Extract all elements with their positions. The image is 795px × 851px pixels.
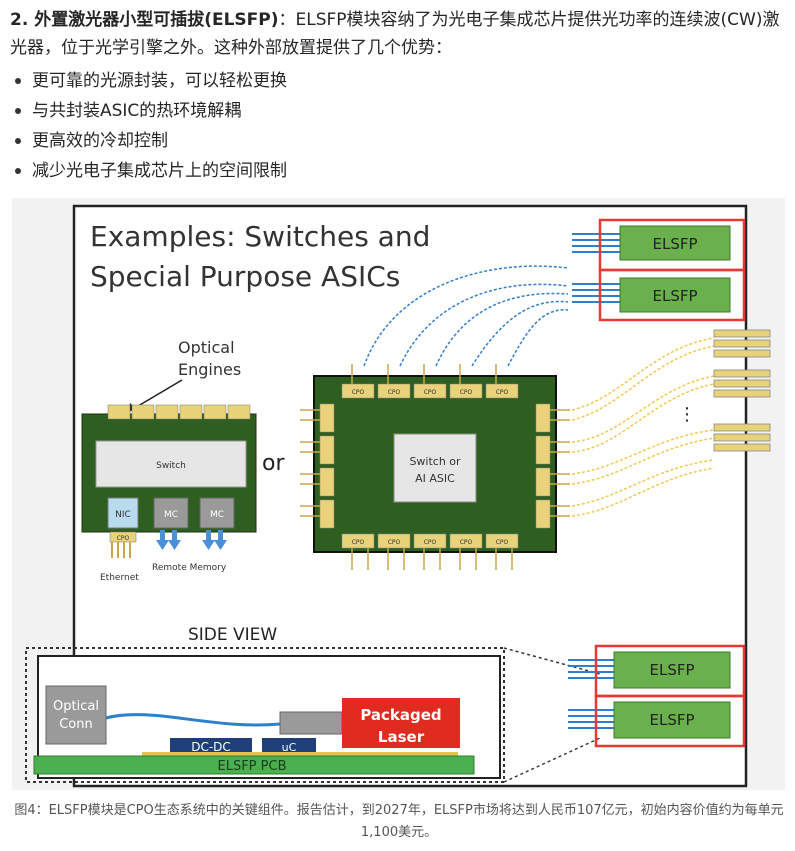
- uc-label: uC: [282, 741, 297, 754]
- mc-label-1: MC: [164, 510, 178, 520]
- top-cpo-modules: [107, 404, 251, 420]
- ethernet-label: Ethernet: [100, 573, 139, 583]
- section-heading: 2. 外置激光器小型可插拔(ELSFP): [10, 10, 279, 30]
- asic-die: [393, 433, 477, 503]
- asic-label-1: Switch or: [409, 455, 461, 468]
- pcb-pads: [142, 752, 458, 758]
- remote-memory-label: Remote Memory: [152, 563, 227, 573]
- cpo-label: CPO: [388, 389, 401, 396]
- fiber-ferrule: [279, 711, 343, 735]
- cpo-modules-top: [341, 383, 519, 399]
- optical-engines-label-1: Optical: [178, 338, 235, 357]
- yellow-data-fibers: [571, 337, 715, 517]
- elsfp-module-3: [613, 651, 731, 689]
- blue-laser-fibers: [363, 265, 569, 367]
- list-item: 与共封装ASIC的热环境解耦: [10, 96, 287, 126]
- list-item: 减少光电子集成芯片上的空间限制: [10, 156, 287, 186]
- side-view-label: SIDE VIEW: [188, 625, 277, 645]
- or-label: or: [262, 451, 285, 476]
- remote-memory-arrows: [156, 530, 227, 550]
- zoom-lines: [503, 647, 601, 783]
- highlight-box-2: [598, 268, 746, 322]
- switch-label: Switch: [156, 461, 186, 471]
- figure-diagram: Examples: Switches and Special Purpose A…: [25, 204, 771, 788]
- nic-cpo-label: CPO: [117, 535, 130, 542]
- packaged-laser-block: [342, 698, 460, 748]
- optical-conn-label-1: Optical: [53, 699, 99, 714]
- more-connectors-ellipsis: ⋮: [678, 404, 696, 425]
- data-connectors: ⋮: [678, 329, 771, 452]
- ethernet-pins: [111, 542, 131, 558]
- elsfp-fiber-bundle-2: [572, 283, 624, 303]
- cpo-label: CPO: [424, 539, 437, 546]
- intro-paragraph: 2. 外置激光器小型可插拔(ELSFP)：ELSFP模块容纳了为光电子集成芯片提…: [10, 6, 788, 62]
- elsfp-pcb: [33, 755, 475, 775]
- asic-label-2: AI ASIC: [415, 472, 455, 485]
- top-elsfp-modules: ELSFP ELSFP: [572, 218, 746, 322]
- list-item: 更可靠的光源封装，可以轻松更换: [10, 66, 287, 96]
- cpo-modules-right: [535, 403, 551, 529]
- cpo-modules-bottom: [341, 533, 519, 549]
- intro-text: ：ELSFP模块容纳了为光电子集成芯片提供光功率的连续波(CW)激光器，位于光学…: [10, 10, 780, 58]
- side-fiber: [105, 713, 281, 727]
- elsfp-module-1: [619, 225, 731, 261]
- figure-title-line2: Special Purpose ASICs: [90, 260, 400, 293]
- elsfp-label-2: ELSFP: [652, 287, 697, 305]
- list-item: 更高效的冷却控制: [10, 126, 287, 156]
- cpo-label: CPO: [388, 539, 401, 546]
- elsfp-label-3: ELSFP: [649, 661, 694, 679]
- cpo-modules-left: [319, 403, 335, 529]
- cpo-label: CPO: [352, 539, 365, 546]
- mc-label-2: MC: [210, 510, 224, 520]
- cpo-label: CPO: [424, 389, 437, 396]
- elsfp-figure: Examples: Switches and Special Purpose A…: [12, 198, 785, 790]
- uc-block: [262, 738, 316, 754]
- cpo-label: CPO: [496, 539, 509, 546]
- optical-conn-label-2: Conn: [59, 717, 93, 732]
- elsfp-module-4: [613, 701, 731, 739]
- bottom-elsfp-modules: ELSFP ELSFP: [568, 644, 746, 748]
- fiber-stubs: [300, 364, 570, 570]
- center-asic-package: CPO CPO CPO CPO CPO CPO CPO CPO CPO CPO: [300, 364, 570, 570]
- cpo-label: CPO: [496, 389, 509, 396]
- cpo-label: CPO: [460, 389, 473, 396]
- dcdc-label: DC-DC: [191, 740, 231, 754]
- optical-conn-block: [45, 685, 107, 745]
- highlight-box-4: [594, 694, 746, 748]
- cpo-label: CPO: [460, 539, 473, 546]
- elsfp-fiber-bundle-3: [568, 659, 618, 679]
- nic-chip: [107, 497, 139, 529]
- elsfp-module-2: [619, 277, 731, 313]
- dcdc-block: [170, 738, 252, 754]
- figure-title-line1: Examples: Switches and: [90, 220, 430, 253]
- packaged-laser-label-2: Laser: [378, 728, 425, 746]
- elsfp-fiber-bundle-1: [572, 233, 624, 253]
- switch-chip: [95, 440, 247, 488]
- nic-label: NIC: [115, 510, 131, 520]
- pcb-label: ELSFP PCB: [218, 759, 287, 774]
- left-switch-board: Switch NIC MC MC CPO Ethernet Remote Mem…: [81, 404, 257, 583]
- figure-caption: 图4：ELSFP模块是CPO生态系统中的关键组件。报告估计，到2027年，ELS…: [14, 803, 784, 840]
- mc-chip-1: [153, 497, 189, 529]
- mc-chip-2: [199, 497, 235, 529]
- elsfp-label-4: ELSFP: [649, 711, 694, 729]
- elsfp-fiber-bundle-4: [568, 709, 618, 729]
- packaged-laser-label-1: Packaged: [360, 706, 441, 724]
- elsfp-label-1: ELSFP: [652, 235, 697, 253]
- optical-engines-label-2: Engines: [178, 360, 241, 379]
- advantages-list: 更可靠的光源封装，可以轻松更换 与共封装ASIC的热环境解耦 更高效的冷却控制 …: [10, 66, 287, 186]
- cpo-label: CPO: [352, 389, 365, 396]
